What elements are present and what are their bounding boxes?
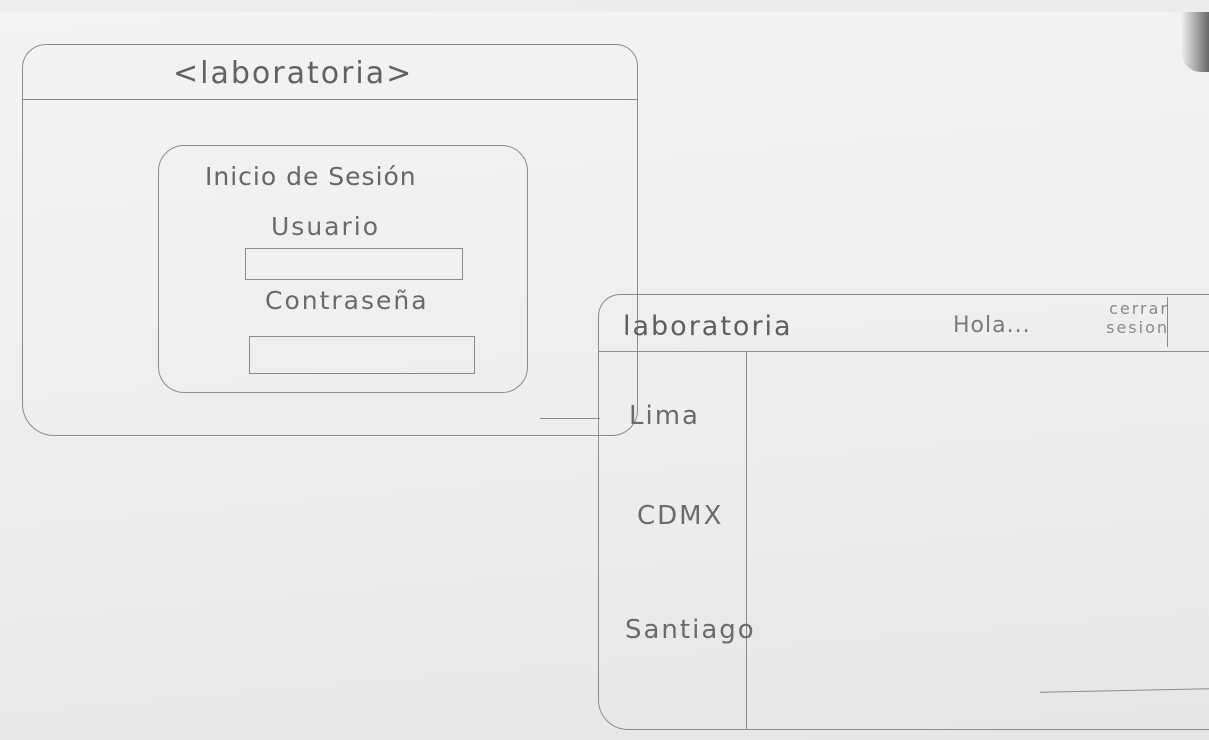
wireframe-connector-line [540,418,600,419]
login-card: Inicio de Sesión Usuario Contraseña [158,145,528,393]
dashboard-brand-logo[interactable]: laboratoria [623,311,793,342]
login-brand-logo[interactable]: <laboratoria> [173,56,414,91]
username-label: Usuario [271,212,381,241]
user-greeting: Hola... [953,313,1031,338]
logout-label-line-1: cerrar [1109,299,1169,318]
login-wireframe: <laboratoria> Inicio de Sesión Usuario C… [22,44,638,436]
paper-sheet [0,12,1209,740]
sidebar-nav: Lima CDMX Santiago [599,351,754,729]
login-header: <laboratoria> [23,45,637,100]
logout-button-border [1167,297,1168,347]
sidebar-item-cdmx[interactable]: CDMX [637,501,724,531]
sidebar-item-santiago[interactable]: Santiago [625,615,756,645]
main-content-area [747,351,1209,729]
logout-button[interactable]: cerrar sesion [1073,299,1169,337]
username-input[interactable] [245,248,463,280]
password-label: Contraseña [265,286,429,315]
password-input[interactable] [249,336,475,374]
logout-label-line-2: sesion [1106,318,1169,337]
login-card-title: Inicio de Sesión [205,162,417,191]
dashboard-header: laboratoria Hola... cerrar sesion [599,295,1209,352]
sidebar-item-lima[interactable]: Lima [629,401,700,431]
dashboard-wireframe: laboratoria Hola... cerrar sesion Lima C… [598,294,1209,730]
paper-corner-shadow [1181,12,1209,72]
